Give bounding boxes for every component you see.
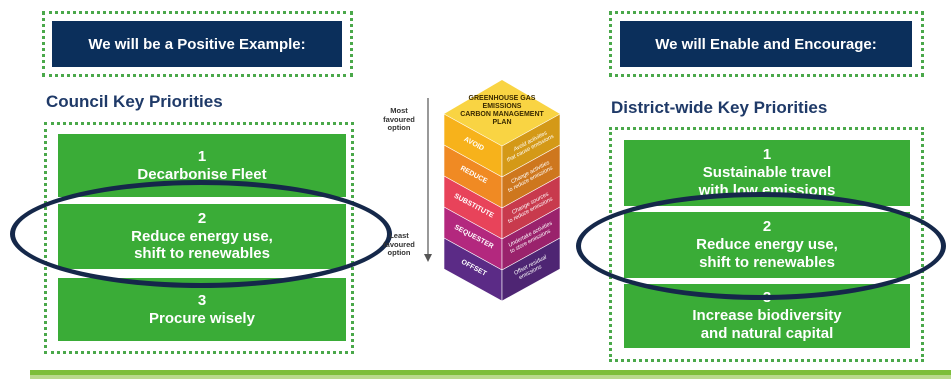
right-banner-frame — [609, 11, 924, 77]
right-priority-3-text-1: Increase biodiversity — [692, 307, 842, 325]
least-favoured-line-3: option — [387, 248, 411, 258]
least-favoured-line-1: Least — [389, 231, 409, 240]
right-banner-text: We will Enable and Encourage: — [655, 35, 877, 53]
most-favoured-label: Most favoured option — [377, 106, 421, 133]
hierarchy-top-face — [444, 80, 560, 146]
bottom-accent-bar-light — [30, 375, 951, 379]
left-highlight-oval — [10, 180, 392, 288]
most-favoured-line-1: Most — [390, 106, 408, 115]
most-favoured-line-3: option — [387, 123, 411, 133]
least-favoured-label: Least favoured option — [377, 231, 421, 258]
right-priority-3-text-2: and natural capital — [700, 324, 834, 342]
least-favoured-line-2: favoured — [383, 239, 415, 249]
left-priority-3: 3 Procure wisely — [58, 278, 346, 341]
bottom-accent-bar — [30, 370, 951, 375]
left-priority-1-text: Decarbonise Fleet — [137, 165, 267, 183]
left-priority-3-text: Procure wisely — [149, 309, 255, 327]
left-priority-3-number: 3 — [197, 291, 207, 309]
top-label-1: GREENHOUSE GAS — [469, 95, 536, 102]
most-favoured-line-2: favoured — [383, 114, 415, 124]
right-heading: District-wide Key Priorities — [611, 98, 828, 117]
hierarchy-level-offset-right-face — [501, 237, 561, 302]
top-label-4: PLAN — [492, 119, 511, 126]
right-priority-1-number: 1 — [762, 146, 772, 164]
left-priority-1-number: 1 — [197, 147, 207, 165]
right-priority-1-text-1: Sustainable travel — [702, 164, 832, 182]
left-banner-frame — [42, 11, 353, 77]
favour-arrow-head — [424, 254, 432, 262]
right-highlight-oval — [576, 192, 946, 300]
carbon-hierarchy-diagram: GREENHOUSE GAS EMISSIONS CARBON MANAGEME… — [424, 80, 561, 302]
top-label-2: EMISSIONS — [483, 103, 522, 110]
top-label-3: CARBON MANAGEMENT — [460, 111, 544, 118]
right-banner: We will Enable and Encourage: — [620, 21, 912, 67]
left-banner: We will be a Positive Example: — [52, 21, 342, 67]
left-banner-text: We will be a Positive Example: — [88, 35, 306, 53]
left-heading: Council Key Priorities — [46, 92, 223, 111]
